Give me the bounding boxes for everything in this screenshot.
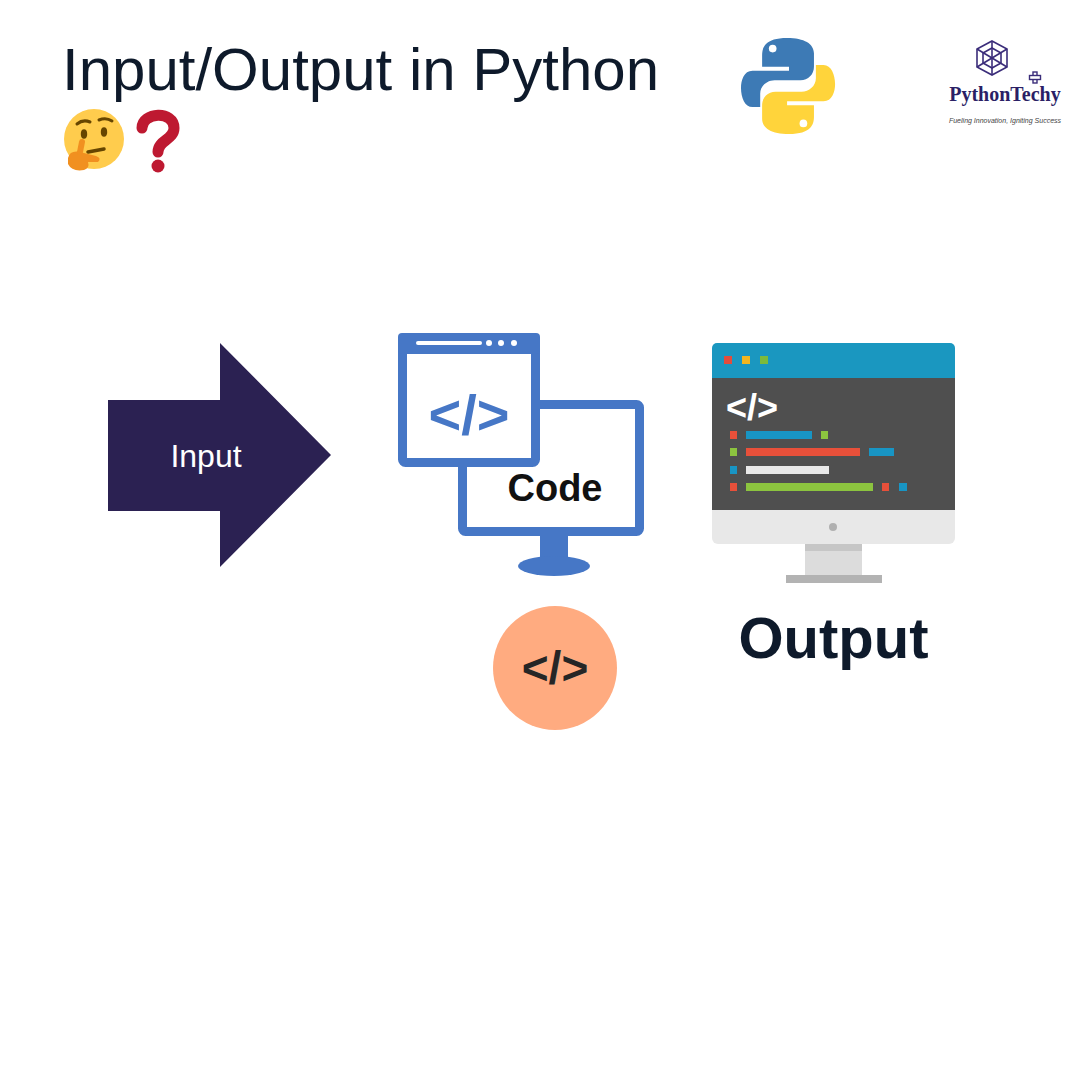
output-monitor [712,343,955,583]
brand-tagline: Fueling Innovation, Igniting Success [949,117,1061,124]
node-outline [712,343,955,583]
thinking-face [60,106,130,176]
text-slot: Code [482,463,628,513]
node-text: Input [170,440,241,472]
node-text: Code [508,469,603,507]
code-window: </> [398,333,540,467]
text-slot: </> [726,388,806,428]
python-logo [740,38,838,134]
title-box: Input/Output in Python [62,40,734,100]
text-slot: Output [712,605,955,671]
brand-name: PythonTechy [949,83,1061,105]
monitor-icon [463,405,640,577]
brand-icon [970,38,1046,84]
text-slot: Input [108,400,304,511]
node-text: </> [522,645,589,691]
page-title: Input/Output in Python [62,36,659,103]
circle-shape [493,606,617,730]
text-slot: </> [412,383,526,447]
output-monitor-box: </> Output [712,343,955,673]
node-text: Output [738,609,928,667]
node-text: </> [726,390,778,426]
node-text: </> [429,387,510,443]
input-arrow: Input [108,343,331,567]
code-circle: </> [493,606,617,730]
arrow-shape [108,343,331,567]
label-box: PythonTechy [925,84,1080,105]
code-window-icon [398,333,540,463]
question-mark [130,106,186,176]
label-box: Fueling Innovation, Igniting Success [925,109,1080,127]
text-slot: </> [503,616,607,720]
